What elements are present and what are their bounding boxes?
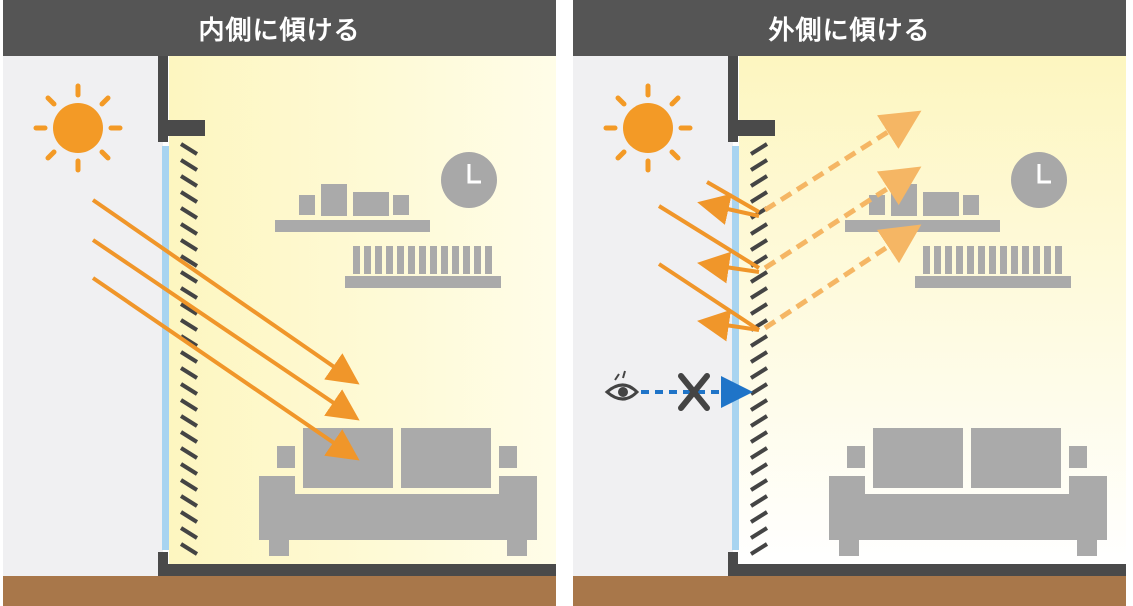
blind-slats — [179, 142, 199, 556]
window-glass — [732, 146, 739, 550]
cross-icon — [678, 373, 710, 411]
scene-outward — [573, 56, 1126, 606]
room-floor-slab — [158, 564, 556, 576]
sun-rays — [91, 198, 360, 461]
panel-inward: 内側に傾ける — [3, 0, 556, 606]
scene-inward — [3, 56, 556, 606]
room-area — [169, 56, 556, 566]
room-floor-slab — [728, 564, 1126, 576]
wall-lintel — [158, 120, 205, 136]
ground — [3, 576, 556, 606]
panel-title: 外側に傾ける — [573, 0, 1126, 56]
reflected-rays-up — [763, 110, 922, 331]
clock-icon — [441, 152, 497, 208]
shelf-icon — [275, 184, 501, 288]
ground — [573, 576, 1126, 606]
sofa-icon — [829, 428, 1107, 556]
blind-slats — [749, 142, 769, 556]
panel-title: 内側に傾ける — [3, 0, 556, 56]
sun-icon — [603, 83, 693, 173]
reflected-rays-out — [697, 193, 760, 342]
clock-icon — [1011, 152, 1067, 208]
window-glass — [162, 146, 169, 550]
sun-icon — [33, 83, 123, 173]
eye-icon — [604, 370, 640, 401]
sun-rays — [657, 180, 761, 332]
wall-upper — [728, 56, 738, 142]
room-area — [739, 56, 1126, 566]
panel-outward: 外側に傾ける — [573, 0, 1126, 606]
wall-upper — [158, 56, 168, 142]
wall-lintel — [728, 120, 775, 136]
